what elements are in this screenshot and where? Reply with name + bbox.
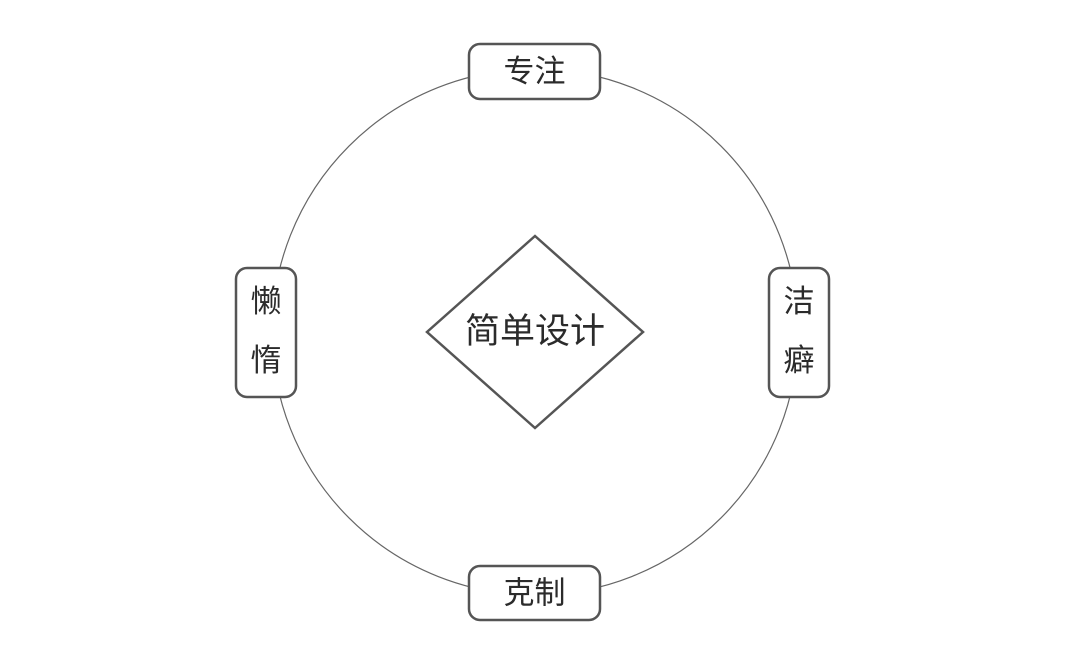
- left-node-box: [234, 266, 298, 399]
- bottom-node-box: [467, 564, 602, 622]
- right-node-box: [767, 266, 831, 399]
- bottom-node-label: 克制: [504, 576, 566, 612]
- left-node: 懒 惰: [234, 266, 298, 399]
- top-node: 专注: [467, 42, 602, 101]
- diamond-shape: [425, 234, 645, 430]
- left-node-label-line2: 惰: [251, 343, 282, 379]
- right-node-label-line2: 癖: [784, 343, 815, 379]
- right-node: 洁 癖: [767, 266, 831, 399]
- center-label: 简单设计: [465, 312, 605, 352]
- top-node-label: 专注: [504, 54, 566, 90]
- bottom-node: 克制: [467, 564, 602, 622]
- left-node-label-line1: 懒: [251, 284, 282, 320]
- right-node-label-line1: 洁: [784, 284, 815, 320]
- top-node-box: [467, 42, 602, 101]
- center-diamond-node: 简单设计: [425, 234, 645, 430]
